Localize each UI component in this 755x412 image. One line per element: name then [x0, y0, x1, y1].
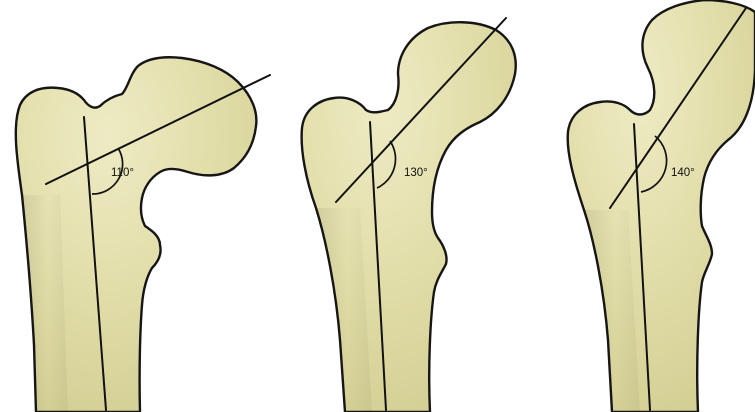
- femur-130: 130°: [302, 18, 516, 412]
- femur-130-angle-label: 130°: [404, 167, 428, 179]
- femur-110-angle-label: 110°: [111, 167, 134, 179]
- femur-110: 110°: [16, 57, 270, 412]
- femur-140-angle-label: 140°: [671, 167, 695, 179]
- femur-140: 140°: [568, 0, 755, 412]
- femur-140-outline: [568, 0, 755, 412]
- femur-110-shadow: [22, 195, 68, 412]
